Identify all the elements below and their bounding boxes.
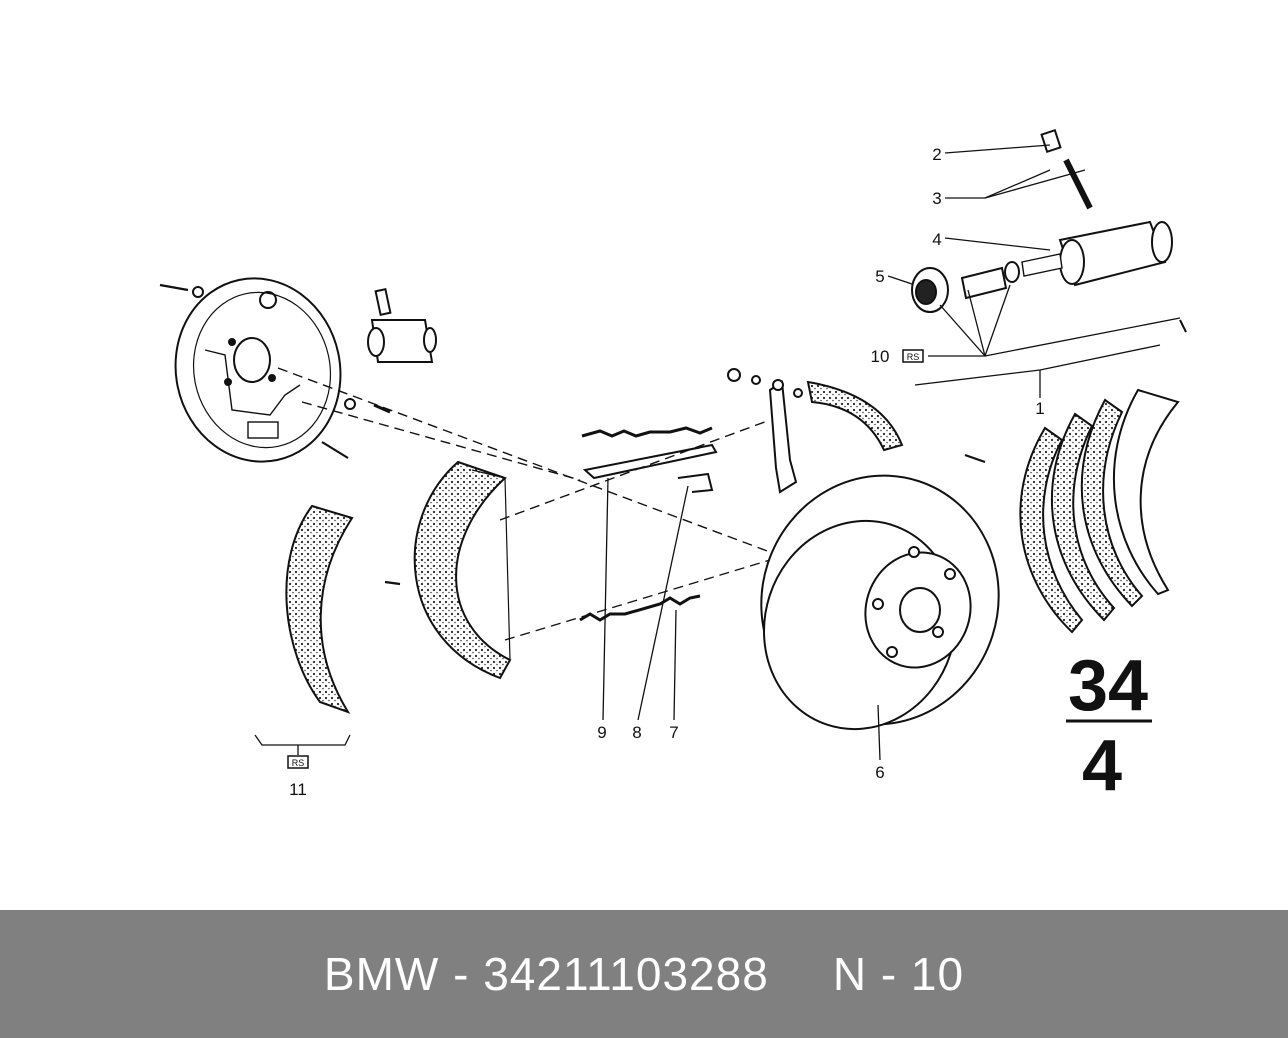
separator-dash: -	[453, 948, 470, 1000]
callout-2: 2	[932, 145, 941, 164]
brake-drum	[760, 474, 1000, 731]
section-number-top: 34	[1068, 646, 1148, 726]
section-number: 34 4	[1066, 646, 1152, 806]
part-info-bar: BMW - 34211103288 N - 10	[0, 910, 1288, 1038]
alignment-lines	[277, 367, 771, 641]
section-number-bottom: 4	[1082, 726, 1122, 806]
callout-7: 7	[669, 723, 678, 742]
callout-3: 3	[932, 189, 941, 208]
brand-name: BMW	[323, 948, 440, 1000]
brake-backing-plate	[159, 277, 349, 463]
kit-badge-10: RS	[907, 352, 920, 362]
brake-lining-set-right	[964, 388, 1180, 634]
brake-shoe-lining-left	[285, 504, 354, 714]
brake-shoe-center	[384, 460, 512, 680]
callout-4: 4	[932, 230, 941, 249]
springs-and-strut	[579, 426, 718, 622]
part-info-text: BMW - 34211103288 N - 10	[324, 947, 964, 1001]
callout-10: 10	[871, 347, 890, 366]
callout-9: 9	[597, 723, 606, 742]
brake-parts-diagram: RS RS 1 2 3 4 5 6 7 8 9 10 11 34 4	[159, 129, 1187, 806]
part-number: 34211103288	[483, 948, 769, 1000]
wheel-cylinder-left	[344, 288, 437, 414]
repair-kit-badges: RS RS	[287, 349, 924, 769]
kit-badge-11: RS	[292, 758, 305, 768]
diagram-position: N - 10	[832, 948, 965, 1000]
callout-labels: 1 2 3 4 5 6 7 8 9 10 11	[289, 145, 1045, 799]
callout-6: 6	[875, 763, 884, 782]
callout-1: 1	[1035, 399, 1044, 418]
wheel-cylinder-kit	[911, 129, 1187, 333]
callout-5: 5	[875, 267, 884, 286]
callout-11: 11	[289, 780, 307, 799]
callout-8: 8	[632, 723, 641, 742]
adjuster-lever	[727, 368, 904, 494]
leader-lines	[254, 144, 1181, 761]
